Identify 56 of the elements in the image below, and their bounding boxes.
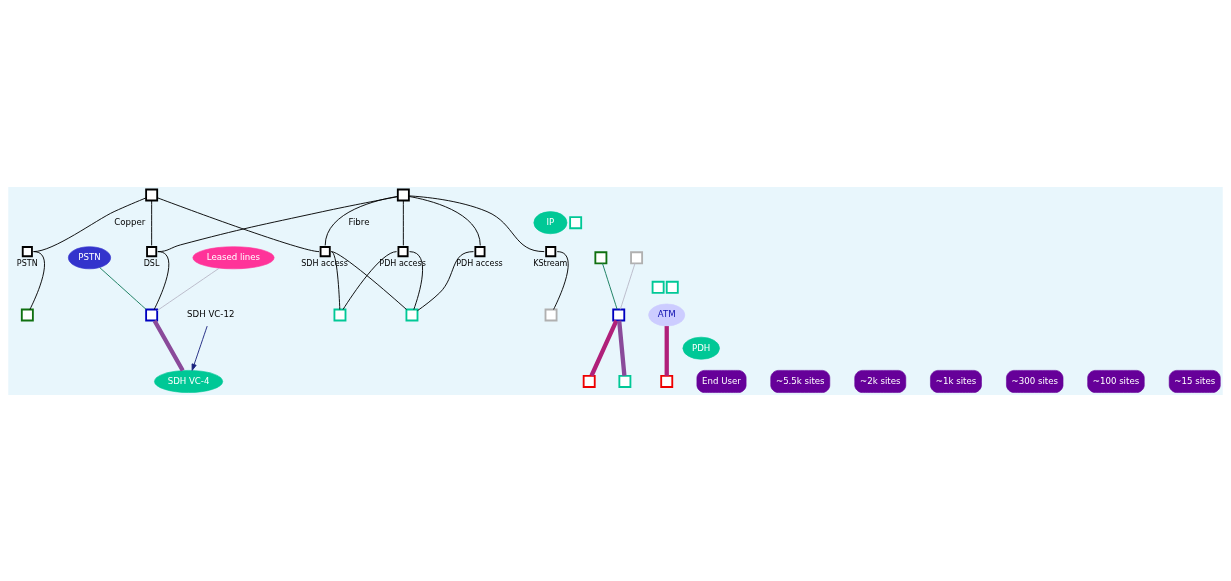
connector <box>151 199 153 246</box>
connector <box>619 262 636 310</box>
node-box: ~15 sites <box>1168 369 1221 393</box>
node-ellipse: PDH <box>682 336 720 360</box>
node-box <box>20 308 34 321</box>
connector <box>330 250 341 310</box>
connector <box>157 195 399 252</box>
node-box <box>582 374 596 388</box>
connector <box>152 319 185 372</box>
connector <box>589 319 619 377</box>
node-box <box>333 308 347 321</box>
connector <box>156 267 220 311</box>
node-ellipse: Leased lines <box>192 245 275 269</box>
node-box <box>630 250 644 264</box>
node-ellipse: PSTN <box>68 245 111 269</box>
connector <box>342 250 398 310</box>
node-box: ~300 sites <box>1006 369 1064 393</box>
node-box: End User <box>696 369 747 393</box>
connector <box>417 250 474 311</box>
node-text: SDH VC-12 <box>187 308 235 319</box>
connector <box>29 250 45 310</box>
node-box <box>145 308 159 321</box>
connector <box>324 195 399 246</box>
arrow <box>191 325 208 371</box>
node-box <box>594 250 608 264</box>
node-box <box>612 308 626 321</box>
node-box <box>665 280 679 294</box>
node-box: ~5.5k sites <box>770 369 831 393</box>
connector <box>99 266 147 310</box>
node-box: ~100 sites <box>1087 369 1145 393</box>
connector <box>408 194 545 252</box>
node-box: ~2k sites <box>854 369 907 393</box>
connector <box>409 250 424 310</box>
node-box <box>405 308 419 321</box>
node-ellipse: SDH VC-4 <box>154 369 224 393</box>
node-box <box>569 215 583 229</box>
edge-label: Fibre <box>348 216 370 227</box>
connector <box>330 250 407 310</box>
connector <box>602 262 618 310</box>
connector <box>153 250 170 310</box>
node-box <box>618 374 632 388</box>
connector <box>402 199 404 246</box>
node-box <box>651 280 665 294</box>
node-box <box>660 374 674 388</box>
node-box <box>396 188 410 201</box>
connector <box>664 325 669 376</box>
connector <box>617 320 627 376</box>
connector <box>553 250 569 310</box>
connector <box>156 196 320 252</box>
connector <box>408 195 481 246</box>
node-box <box>544 308 558 321</box>
edge-label: Copper <box>114 216 146 227</box>
node-ellipse: IP <box>533 210 568 234</box>
node-ellipse: ATM <box>648 303 686 326</box>
node-box: ~1k sites <box>930 369 982 393</box>
node-box <box>145 188 159 201</box>
